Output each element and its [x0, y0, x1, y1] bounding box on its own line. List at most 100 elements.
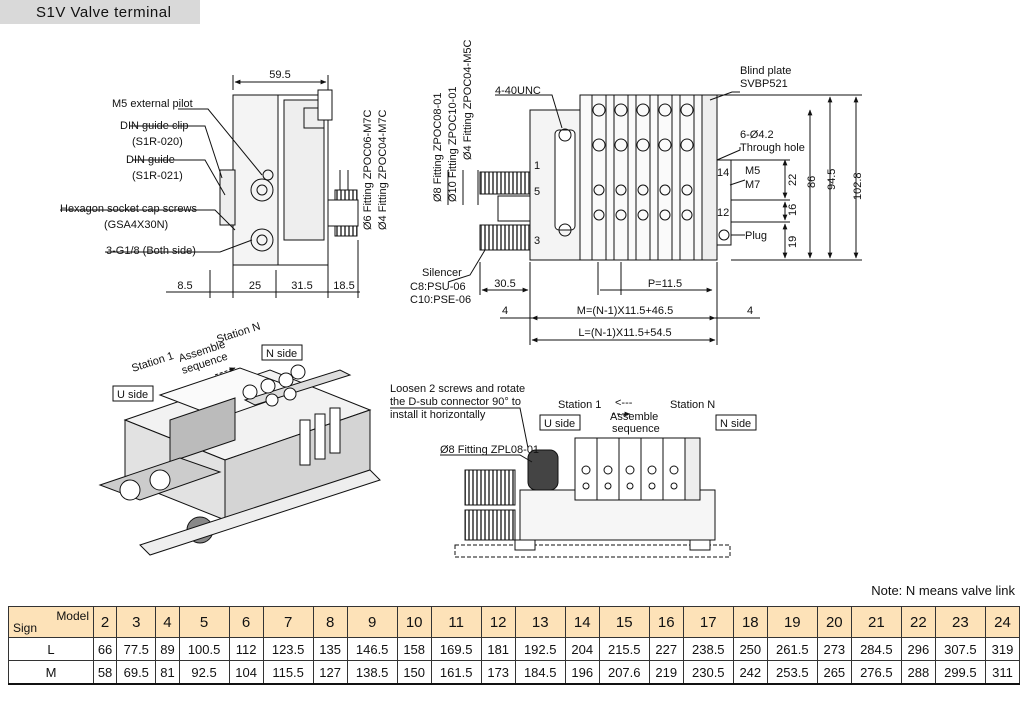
table-cell: 307.5: [934, 637, 986, 661]
column-header: 8: [312, 606, 348, 638]
table-cell: 58: [92, 660, 118, 685]
front-station-n: Station N: [670, 399, 715, 411]
top-view-labels: Ø8 Fitting ZPOC08-01 Ø10 Fitting ZPOC10-…: [410, 40, 864, 339]
top-view: [447, 91, 862, 345]
table-cell: 77.5: [116, 637, 157, 661]
callout-din-guide-code: (S1R-021): [132, 170, 183, 182]
dim-102-8: 102.8: [852, 172, 864, 200]
left-side-view: [60, 75, 360, 298]
callout-din-clip: DIN guide clip: [120, 120, 188, 132]
callout-port-thread: 3-G1/8 (Both side): [106, 245, 196, 257]
table-cell: 181: [480, 637, 516, 661]
note-text: Note: N means valve link: [871, 583, 1015, 598]
front-n-side: N side: [720, 418, 751, 430]
table-cell: 138.5: [346, 660, 398, 685]
callout-hex-screws-code: (GSA4X30N): [104, 219, 168, 231]
column-header: 3: [116, 606, 157, 638]
table-cell: 284.5: [850, 637, 902, 661]
dim-pitch: P=11.5: [648, 278, 682, 290]
column-header: 17: [682, 606, 734, 638]
port-3: 3: [534, 235, 540, 247]
table-cell: 158: [396, 637, 432, 661]
table-cell: 184.5: [514, 660, 566, 685]
note-line-3: install it horizontally: [390, 409, 486, 421]
dim-25: 25: [249, 280, 261, 292]
hole-desc: Through hole: [740, 142, 805, 154]
technical-drawing: 59.5 M5 external pilot DIN guide clip (S…: [60, 40, 864, 558]
column-header: 22: [900, 606, 936, 638]
front-u-side: U side: [544, 418, 575, 430]
front-arrow: <---: [615, 397, 633, 409]
callout-din-guide: DIN guide: [126, 154, 175, 166]
dim-94-5: 94.5: [826, 169, 838, 190]
table-cell: 150: [396, 660, 432, 685]
dim-30-5: 30.5: [494, 278, 515, 290]
table-cell: 146.5: [346, 637, 398, 661]
table-cell: 219: [648, 660, 684, 685]
column-header: 4: [155, 606, 180, 638]
column-header: 23: [934, 606, 986, 638]
table-cell: 311: [984, 660, 1021, 685]
column-header: 12: [480, 606, 516, 638]
callout-din-clip-code: (S1R-020): [132, 136, 183, 148]
front-assemble: Assemble: [610, 411, 658, 423]
thread-m7: M7: [745, 179, 760, 191]
table-cell: 227: [648, 637, 684, 661]
port-1: 1: [534, 160, 540, 172]
iso-station-1: Station 1: [130, 350, 175, 375]
table-cell: 296: [900, 637, 936, 661]
table-cell: 230.5: [682, 660, 734, 685]
table-cell: 112: [228, 637, 264, 661]
front-view-labels: Loosen 2 screws and rotate the D-sub con…: [390, 383, 757, 456]
table-cell: 89: [155, 637, 180, 661]
corner-sign-label: Sign: [13, 621, 38, 635]
table-cell: 288: [900, 660, 936, 685]
table-cell: 204: [564, 637, 600, 661]
plug-label: Plug: [745, 230, 767, 242]
title-bar: S1V Valve terminal: [0, 0, 200, 24]
column-header: 5: [178, 606, 230, 638]
table-cell: 207.6: [598, 660, 650, 685]
row-sign: M: [8, 660, 94, 685]
left-view-labels: 59.5 M5 external pilot DIN guide clip (S…: [60, 69, 389, 292]
table-cell: 238.5: [682, 637, 734, 661]
dim-31-5: 31.5: [291, 280, 312, 292]
table-cell: 242: [732, 660, 768, 685]
column-header: 14: [564, 606, 600, 638]
silencer-label: Silencer: [422, 267, 462, 279]
table-cell: 115.5: [262, 660, 314, 685]
silencer-c10: C10:PSE-06: [410, 294, 471, 306]
table-cell: 92.5: [178, 660, 230, 685]
callout-m5-pilot: M5 external pilot: [112, 98, 193, 110]
port-12: 12: [717, 207, 729, 219]
isometric-view: [98, 364, 381, 556]
column-header: 11: [430, 606, 482, 638]
column-header: 21: [850, 606, 902, 638]
table-cell: 135: [312, 637, 348, 661]
column-header: 6: [228, 606, 264, 638]
page-title: S1V Valve terminal: [36, 3, 172, 21]
fitting-label-4-m5: Ø4 Fitting ZPOC04-M5C: [462, 40, 474, 160]
fitting-zpl08: Ø8 Fitting ZPL08-01: [440, 444, 539, 456]
column-header: 7: [262, 606, 314, 638]
table-cell: 299.5: [934, 660, 986, 685]
table-cell: 173: [480, 660, 516, 685]
column-header: 24: [984, 606, 1021, 638]
port-14: 14: [717, 167, 729, 179]
fitting-label-4: Ø4 Fitting ZPOC04-M7C: [377, 110, 389, 230]
dim-86: 86: [806, 176, 818, 188]
table-cell: 161.5: [430, 660, 482, 685]
dim-l-formula: L=(N-1)X11.5+54.5: [578, 327, 671, 339]
table-cell: 66: [92, 637, 118, 661]
front-view: [390, 407, 731, 558]
dim-m-formula: M=(N-1)X11.5+46.5: [577, 305, 673, 317]
table-cell: 192.5: [514, 637, 566, 661]
callout-hex-screws: Hexagon socket cap screws: [60, 203, 197, 215]
width-dim-label: 59.5: [269, 69, 290, 81]
note-line-2: the D-sub connector 90° to: [390, 396, 521, 408]
table-cell: 81: [155, 660, 180, 685]
